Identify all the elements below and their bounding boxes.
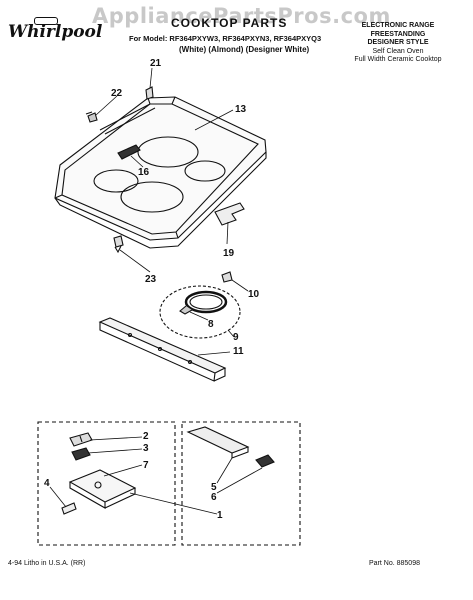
- callout-21: 21: [150, 58, 162, 69]
- model-numbers: For Model: RF364PXYW3, RF364PXYN3, RF364…: [129, 34, 322, 43]
- part-number: Part No. 885098: [369, 560, 420, 567]
- clip-4: [61, 502, 77, 515]
- limiter-2: [69, 432, 93, 447]
- product-feature-2: Full Width Ceramic Cooktop: [354, 56, 442, 64]
- callout-5: 5: [211, 482, 217, 493]
- clip-21: [145, 86, 154, 100]
- callout-23: 23: [145, 274, 157, 285]
- brand-logo-badge: [34, 17, 58, 25]
- product-style-1: FREESTANDING: [370, 30, 426, 38]
- callout-6: 6: [211, 492, 217, 503]
- print-info: 4-94 Litho in U.S.A. (RR): [8, 560, 86, 567]
- heating-element-8: [179, 290, 228, 315]
- callout-10: 10: [248, 289, 260, 300]
- product-feature-1: Self Clean Oven: [372, 47, 424, 55]
- clip-10: [221, 271, 233, 283]
- block-6: [255, 454, 275, 468]
- callout-4: 4: [44, 478, 50, 489]
- bracket-7: [68, 469, 137, 509]
- color-variants: (White) (Almond) (Designer White): [179, 45, 310, 54]
- bracket-19: [214, 202, 245, 226]
- leader-lines: [49, 67, 263, 515]
- callout-8: 8: [208, 319, 214, 330]
- brand-logo: Whirlpool: [8, 22, 103, 42]
- subassembly-box: [37, 421, 176, 546]
- callout-9: 9: [233, 332, 239, 343]
- product-type: ELECTRONIC RANGE: [361, 22, 435, 29]
- screw-22: [85, 111, 98, 123]
- page-title: COOKTOP PARTS: [171, 16, 288, 30]
- bar-5: [186, 426, 250, 459]
- callout-7: 7: [143, 460, 149, 471]
- watermark: AppliancePartsPros.com: [92, 4, 391, 28]
- callout-1: 1: [217, 510, 223, 521]
- callout-22: 22: [111, 88, 123, 99]
- control-strip-16: [117, 144, 141, 160]
- callout-11: 11: [233, 346, 244, 357]
- element-outline-9: [159, 285, 241, 339]
- callout-3: 3: [143, 443, 149, 454]
- clip-23: [113, 235, 124, 254]
- support-rail-11: [98, 317, 227, 382]
- callout-19: 19: [223, 248, 235, 259]
- product-style-2: DESIGNER STYLE: [367, 39, 429, 47]
- product-info: ELECTRONIC RANGE FREESTANDING DESIGNER S…: [328, 22, 468, 65]
- subassembly-box-right: [181, 421, 301, 546]
- insulator-3: [71, 447, 91, 461]
- callout-2: 2: [143, 431, 149, 442]
- callout-16: 16: [138, 167, 150, 178]
- callout-13: 13: [235, 104, 247, 115]
- cooktop-panel: [54, 96, 267, 249]
